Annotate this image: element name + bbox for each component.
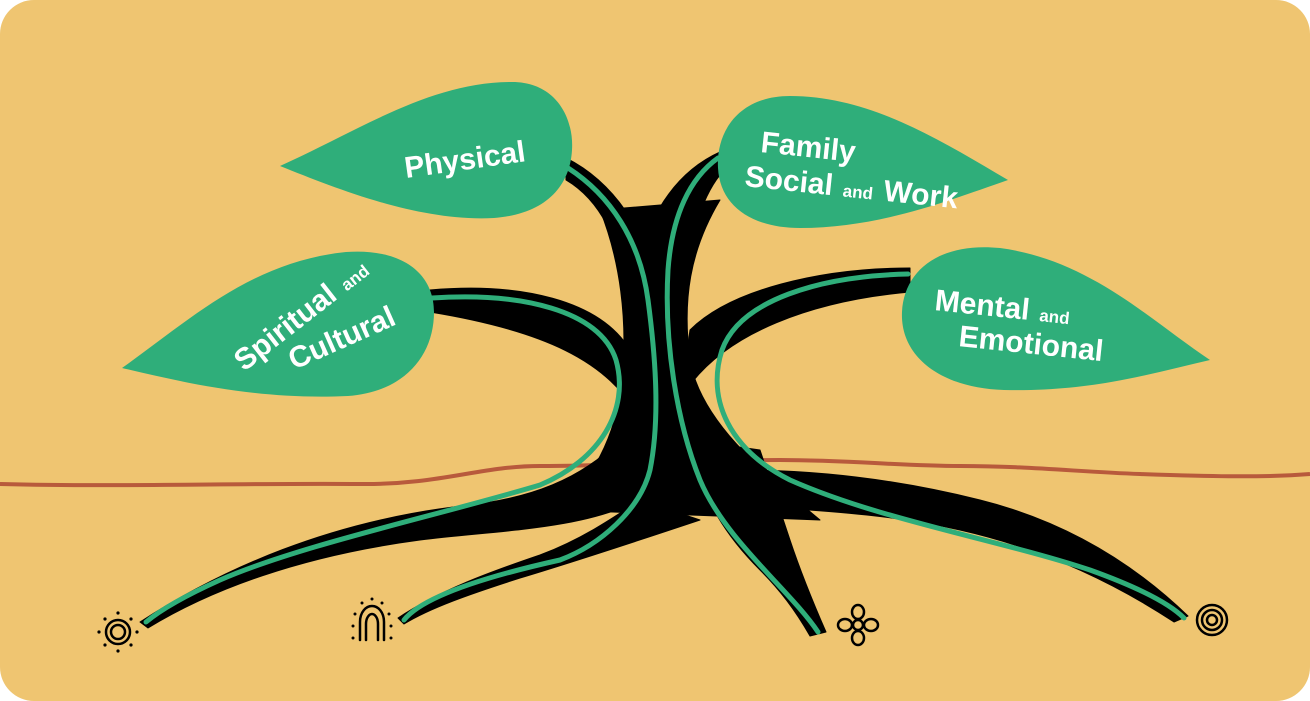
sun-symbol-icon: [97, 611, 139, 653]
leaf-spiritual: Spiritual and Cultural: [122, 251, 434, 397]
arch-symbol-icon: [351, 597, 393, 642]
tree-trunk: [139, 151, 1189, 637]
flower-symbol-icon: [836, 603, 880, 647]
tree-veins: [143, 155, 1187, 635]
leaf-physical: Physical: [280, 82, 573, 219]
leaf-family-line2: Social and Work: [743, 160, 960, 215]
leaf-family: Family Social and Work: [717, 96, 1008, 228]
leaf-mental: Mental and Emotional: [901, 247, 1210, 391]
concentric-circles-icon: [1195, 603, 1229, 637]
